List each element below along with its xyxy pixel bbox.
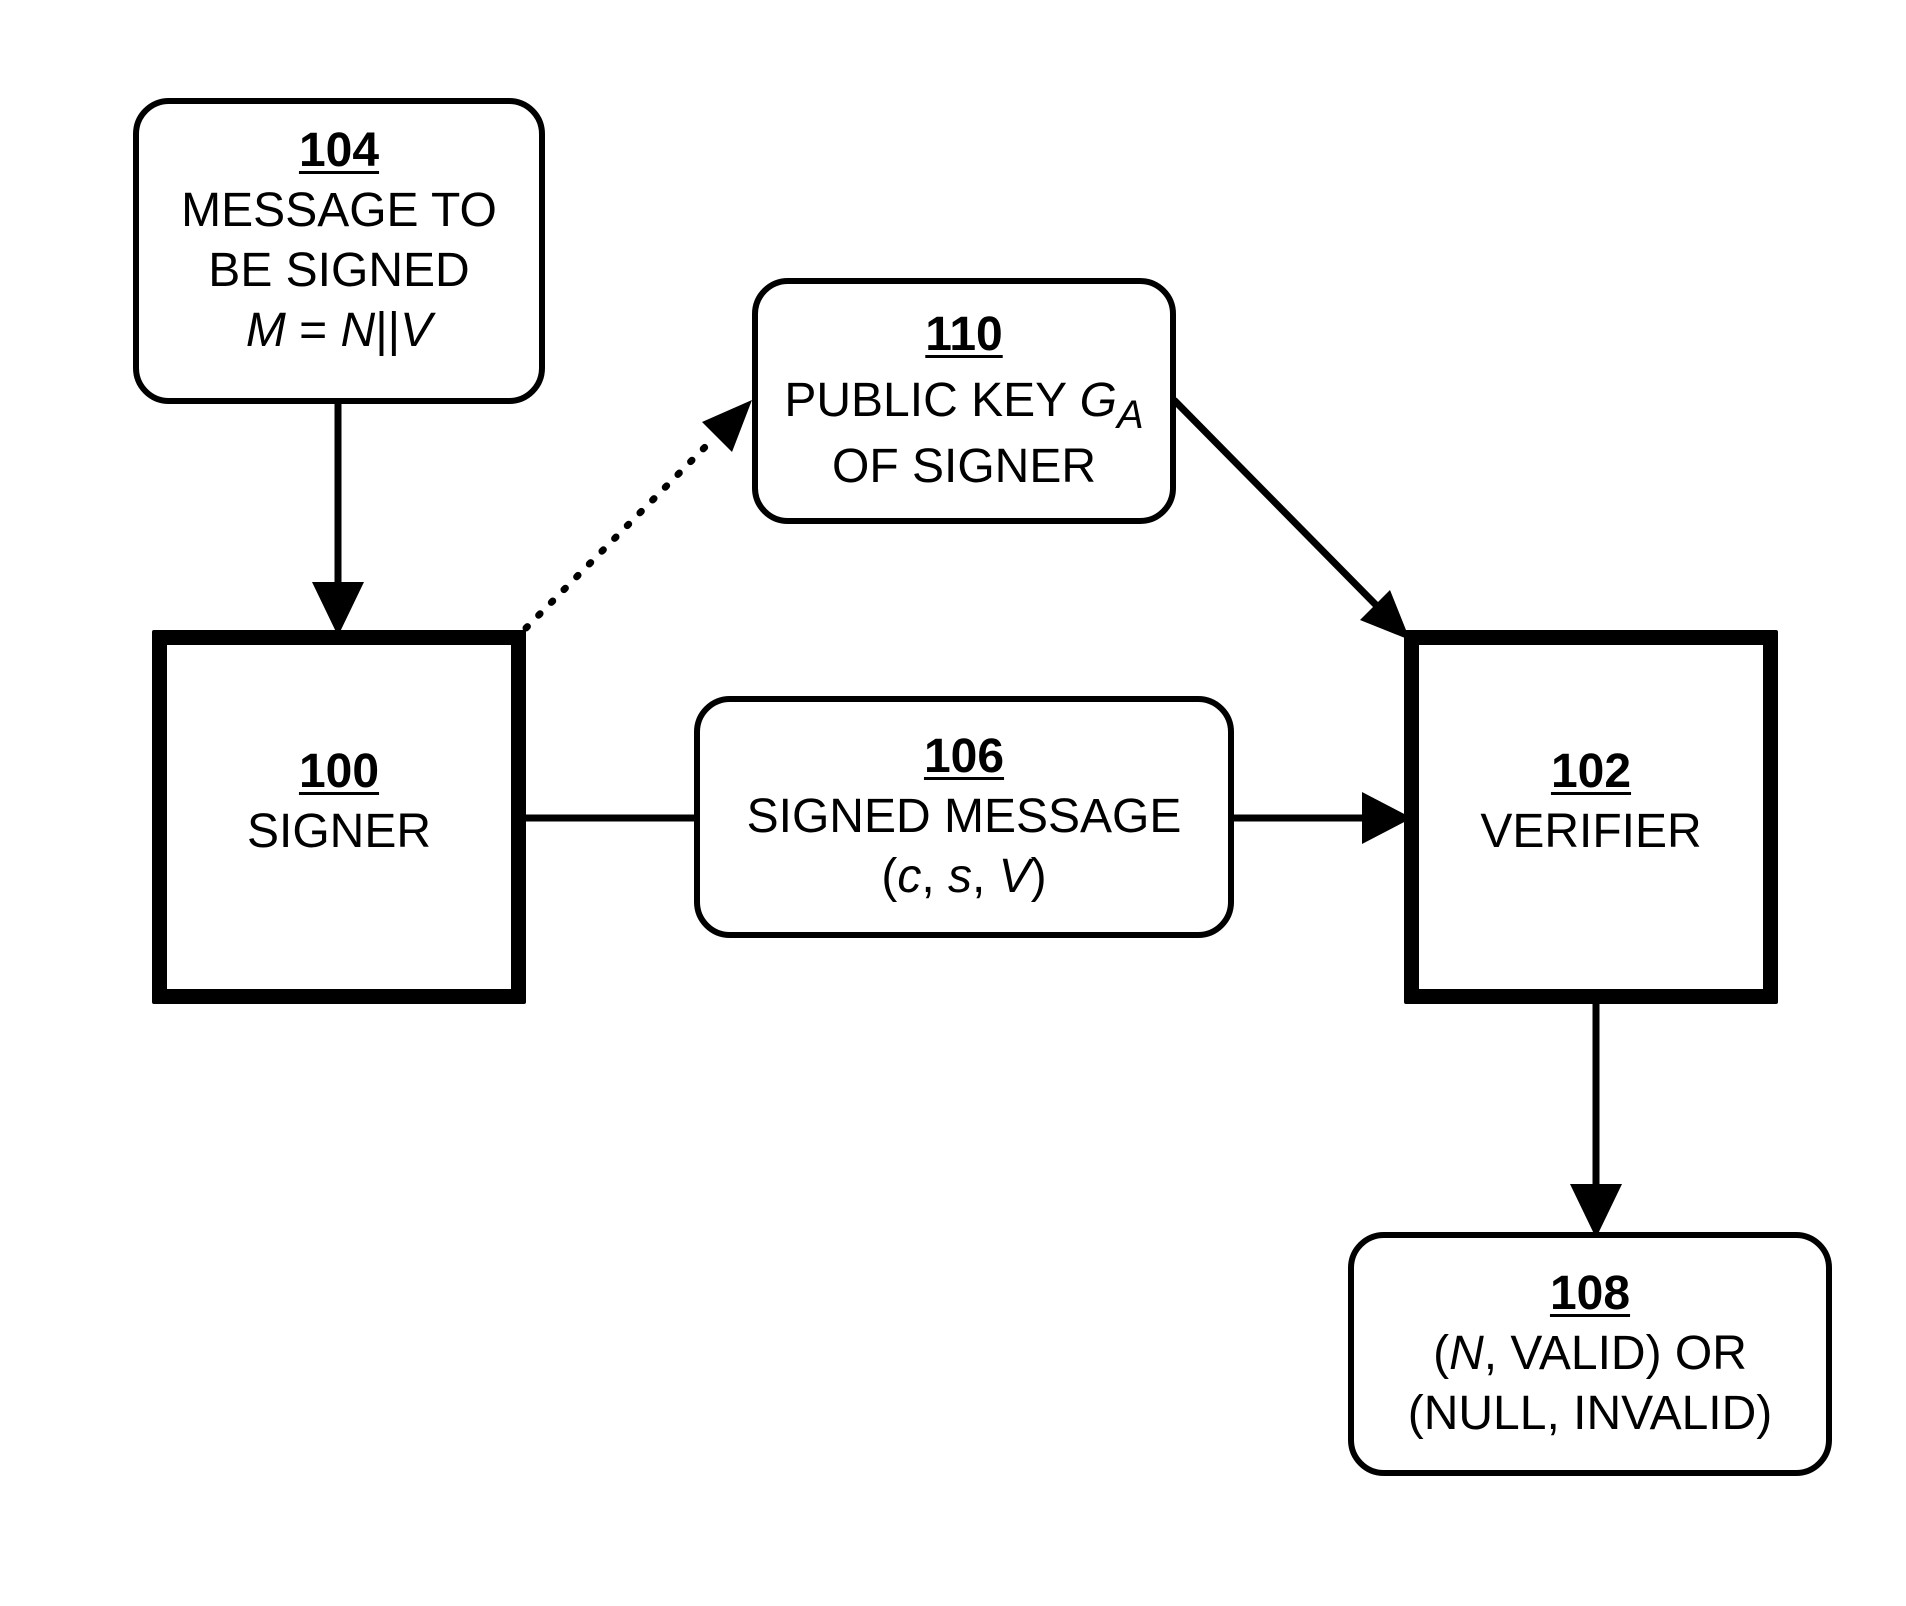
public-key-box: 110 PUBLIC KEY GA OF SIGNER (752, 278, 1176, 524)
message-ref-number: 104 (299, 121, 379, 181)
message-to-be-signed-box: 104 MESSAGE TO BE SIGNED M = N||V (133, 98, 545, 404)
message-label-line2: BE SIGNED (208, 241, 469, 301)
result-open-paren: ( (1433, 1327, 1449, 1380)
formula-m: M (246, 304, 286, 357)
public-key-ref-number: 110 (925, 302, 1002, 368)
arrowhead-message-to-signer (312, 582, 364, 636)
tuple-comma-1: , (921, 850, 948, 903)
arrowhead-verifier-to-result (1570, 1184, 1622, 1238)
tuple-close: ) (1031, 850, 1047, 903)
verifier-box: 102 VERIFIER (1404, 630, 1778, 1004)
public-key-label-line1: PUBLIC KEY GA (784, 368, 1143, 434)
tuple-v: V (999, 850, 1031, 903)
result-valid-or: , VALID) OR (1484, 1327, 1747, 1380)
arrowhead-signer-to-public-key (702, 400, 752, 452)
message-label-line1: MESSAGE TO (181, 181, 497, 241)
verifier-ref-number: 102 (1551, 742, 1631, 802)
result-var-n: N (1449, 1327, 1484, 1380)
signed-message-box: 106 SIGNED MESSAGE (c, s, V) (694, 696, 1234, 938)
formula-concat: || (375, 304, 400, 357)
tuple-comma-2: , (972, 850, 999, 903)
tuple-c: c (897, 850, 921, 903)
signer-ref-number: 100 (299, 742, 379, 802)
signed-message-ref-number: 106 (924, 727, 1004, 787)
result-ref-number: 108 (1550, 1264, 1630, 1324)
arrow-public-key-to-verifier (1174, 400, 1376, 605)
public-key-label-line2: OF SIGNER (832, 434, 1096, 500)
dotted-arrow-signer-to-public-key (526, 440, 712, 628)
public-key-subscript: A (1117, 393, 1144, 437)
verification-result-box: 108 (N, VALID) OR (NULL, INVALID) (1348, 1232, 1832, 1476)
result-line1: (N, VALID) OR (1433, 1324, 1747, 1384)
signer-label: SIGNER (247, 802, 431, 862)
result-line2: (NULL, INVALID) (1408, 1384, 1773, 1444)
formula-v: V (400, 304, 432, 357)
signer-box: 100 SIGNER (152, 630, 526, 1004)
tuple-s: s (948, 850, 972, 903)
verifier-label: VERIFIER (1480, 802, 1701, 862)
tuple-open: ( (881, 850, 897, 903)
formula-n: N (341, 304, 376, 357)
signed-message-tuple: (c, s, V) (881, 847, 1046, 907)
formula-equals: = (286, 304, 341, 357)
public-key-text: PUBLIC KEY (784, 374, 1079, 427)
signed-message-label: SIGNED MESSAGE (747, 787, 1182, 847)
message-formula: M = N||V (246, 301, 432, 361)
public-key-var: G (1080, 374, 1117, 427)
